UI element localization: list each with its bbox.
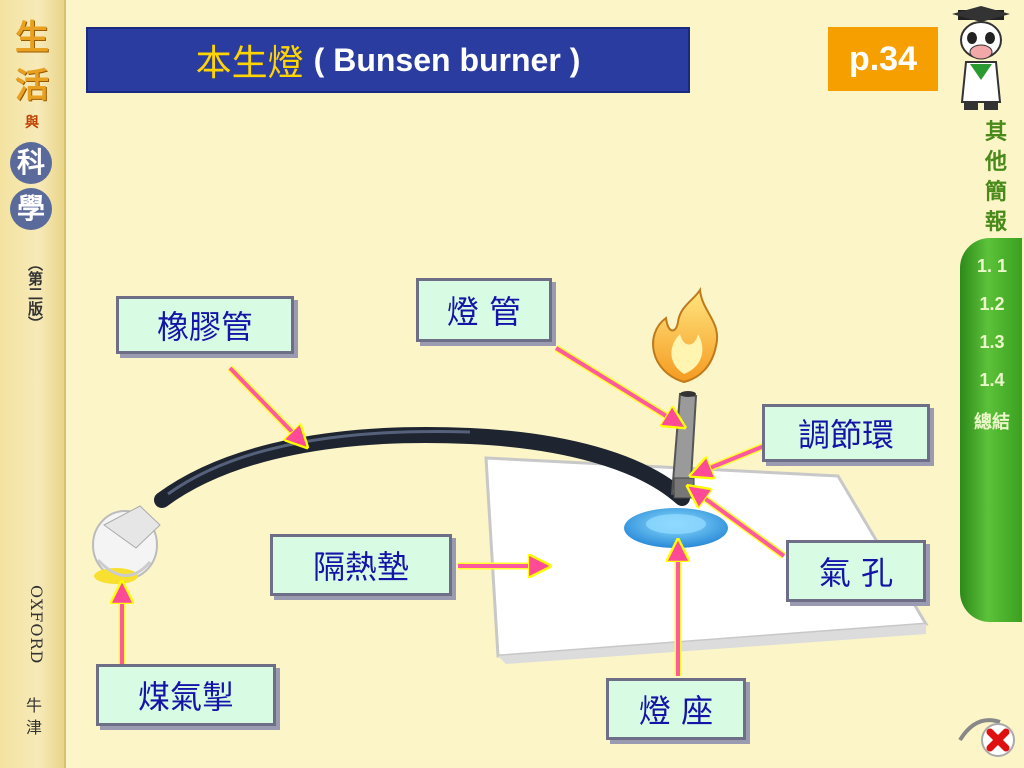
nav-item-1-1[interactable]: 1. 1 — [976, 256, 1008, 276]
label-rubber-tube: 橡膠管 — [116, 296, 294, 354]
section-nav-panel — [960, 238, 1022, 622]
burner-base — [624, 508, 728, 548]
arrow-collar — [700, 442, 766, 472]
banner-char-1: 生 — [15, 18, 49, 58]
nav-item-1-3[interactable]: 1.3 — [979, 332, 1005, 352]
banner-char-3: 與 — [25, 115, 39, 131]
publisher-logo-cn: 牛津 — [25, 696, 42, 737]
cow-mascot-icon — [952, 6, 1010, 110]
label-burner-tube: 燈 管 — [416, 278, 552, 342]
gas-tap — [92, 505, 161, 584]
title-english: ( Bunsen burner ) — [313, 41, 581, 78]
page-reference-badge: p.34 — [828, 27, 938, 91]
nav-item-1-2[interactable]: 1.2 — [979, 294, 1005, 314]
left-banner: 生 活 與 科 學 （第二版） OXFORD 牛津 — [0, 0, 66, 768]
banner-char-4: 科 — [10, 142, 52, 184]
publisher-logo-en: OXFORD — [27, 585, 46, 665]
label-gas-tap: 煤氣掣 — [96, 664, 276, 726]
pointer-arrows — [122, 345, 787, 676]
banner-char-5: 學 — [10, 188, 52, 230]
heat-resistant-mat — [484, 456, 929, 664]
burner-tube — [670, 391, 698, 499]
close-icon[interactable] — [956, 710, 1018, 760]
label-air-hole: 氣 孔 — [786, 540, 926, 602]
slide-title: 本生燈 ( Bunsen burner ) — [86, 27, 690, 93]
sidebar-other-briefings[interactable]: 其他簡報 — [984, 120, 1007, 235]
arrow-air-hole — [696, 492, 787, 559]
title-chinese: 本生燈 — [195, 43, 304, 84]
rubber-tube — [154, 426, 690, 508]
banner-edition: （第二版） — [26, 255, 44, 331]
label-base: 燈 座 — [606, 678, 746, 740]
label-heat-mat: 隔熱墊 — [270, 534, 452, 596]
arrow-rubber-tube — [227, 365, 300, 440]
flame-icon — [652, 286, 719, 384]
label-collar: 調節環 — [762, 404, 930, 462]
nav-item-summary[interactable]: 總結 — [974, 412, 1010, 432]
nav-item-1-4[interactable]: 1.4 — [979, 370, 1005, 390]
arrow-burner-tube — [554, 345, 676, 422]
banner-char-2: 活 — [15, 66, 49, 106]
